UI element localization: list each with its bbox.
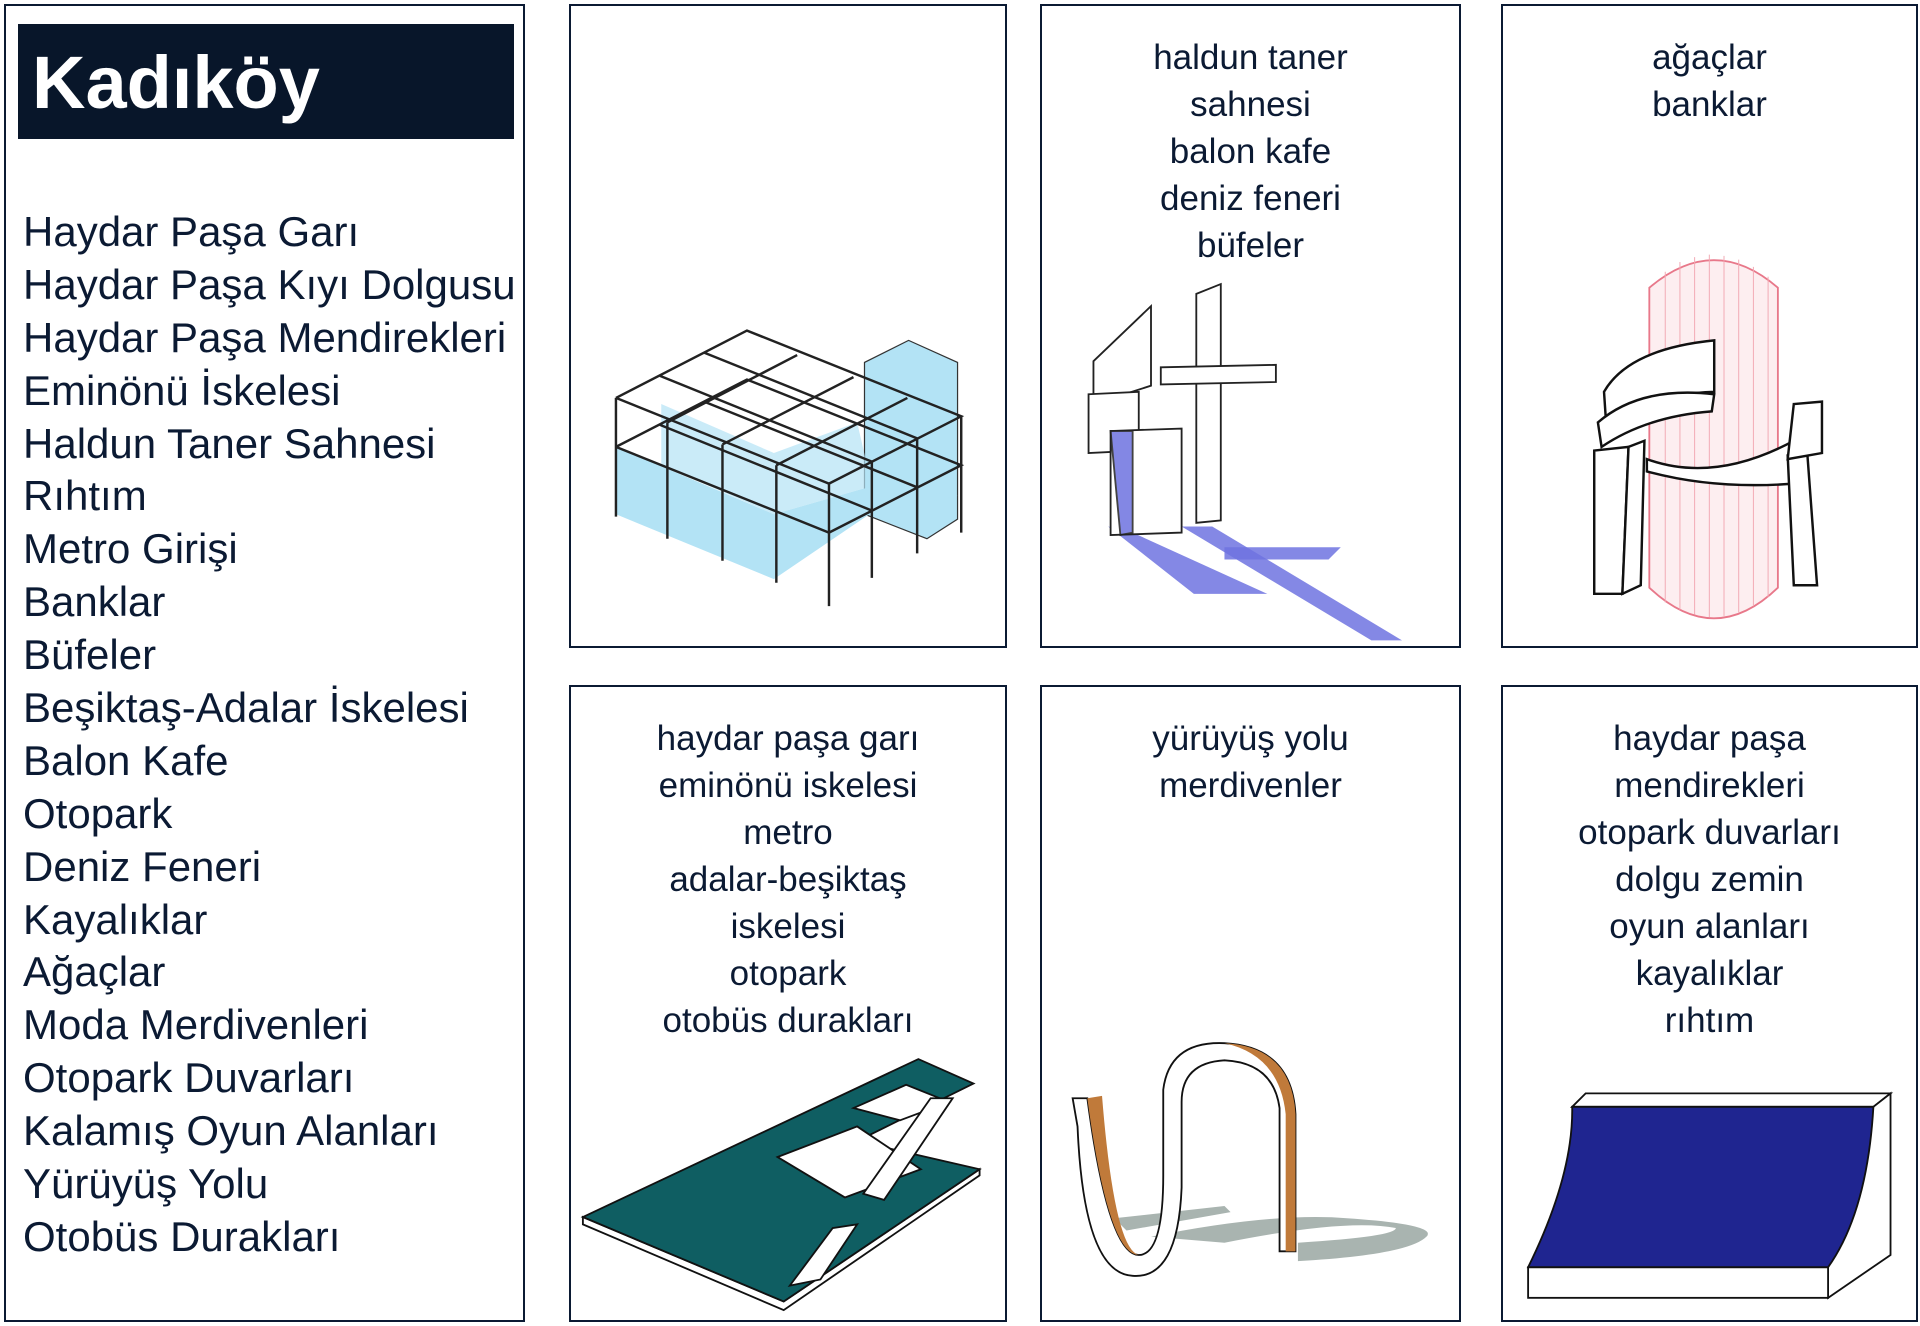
card-trees-benches: ağaçlar banklar: [1501, 4, 1918, 648]
card-line: oyun alanları: [1609, 907, 1810, 946]
list-item: Yürüyüş Yolu: [23, 1160, 269, 1208]
card-line: otopark: [729, 954, 847, 993]
card-structure-frame: [569, 4, 1007, 648]
card-line: adalar-beşiktaş: [669, 860, 907, 899]
list-item: Kayalıklar: [23, 895, 208, 943]
card-stage-cafe: haldun taner sahnesi balon kafe deniz fener…: [1040, 4, 1461, 648]
card-line: haydar paşa: [1613, 719, 1806, 758]
title-bar: Kadıköy: [18, 24, 514, 139]
card-line: yürüyüş yolu: [1152, 719, 1349, 758]
list-item: Otopark: [23, 789, 173, 837]
card-line: otopark duvarları: [1578, 813, 1841, 852]
card-walkway-stairs: yürüyüş yolu merdivenler: [1040, 685, 1461, 1322]
list-item: Haydar Paşa Mendirekleri: [23, 313, 507, 361]
card-line: haydar paşa garı: [656, 719, 920, 758]
card-line: dolgu zemin: [1615, 860, 1804, 899]
card-line: balon kafe: [1169, 132, 1332, 171]
list-item: Deniz Feneri: [23, 842, 262, 890]
card-text: yürüyüş yolu merdivenler: [1042, 715, 1459, 809]
list-item: Rıhtım: [23, 472, 147, 520]
list-item: Kalamış Oyun Alanları: [23, 1107, 439, 1155]
list-item: Banklar: [23, 578, 166, 626]
card-text: haydar paşa garı eminönü iskelesi metro ada…: [571, 715, 1005, 1044]
list-item: Haldun Taner Sahnesi: [23, 419, 436, 467]
list-item: Haydar Paşa Garı: [23, 208, 360, 255]
card-breakwater-fill: haydar paşa mendirekleri otopark duvarları…: [1501, 685, 1918, 1322]
card-station-pier: haydar paşa garı eminönü iskelesi metro ada…: [569, 685, 1007, 1322]
list-item: Eminönü İskelesi: [23, 366, 341, 414]
card-line: sahnesi: [1190, 85, 1311, 124]
card-line: iskelesi: [730, 907, 846, 946]
card-line: merdivenler: [1159, 766, 1342, 805]
card-line: deniz feneri: [1160, 179, 1341, 218]
card-line: banklar: [1652, 85, 1767, 124]
card-line: ağaçlar: [1652, 38, 1767, 77]
page-title: Kadıköy: [32, 41, 320, 124]
list-item: Otopark Duvarları: [23, 1054, 355, 1102]
list-item: Beşiktaş-Adalar İskelesi: [23, 684, 469, 732]
card-line: otobüs durakları: [662, 1001, 914, 1040]
card-text: ağaçlar banklar: [1503, 34, 1916, 128]
list-item: Ağaçlar: [23, 948, 166, 996]
list-item: Balon Kafe: [23, 736, 229, 784]
card-line: metro: [743, 813, 833, 852]
list-item: Büfeler: [23, 631, 157, 679]
list-item: Moda Merdivenleri: [23, 1001, 369, 1049]
card-line: rıhtım: [1664, 1001, 1755, 1040]
card-line: eminönü iskelesi: [658, 766, 918, 805]
card-line: mendirekleri: [1614, 766, 1805, 805]
card-text: haydar paşa mendirekleri otopark duvarları…: [1503, 715, 1916, 1044]
card-line: büfeler: [1196, 226, 1305, 265]
card-line: kayalıklar: [1635, 954, 1784, 993]
list-item: Haydar Paşa Kıyı Dolgusu: [23, 260, 516, 308]
list-item: Metro Girişi: [23, 525, 238, 573]
card-text: haldun taner sahnesi balon kafe deniz fener…: [1042, 34, 1459, 269]
list-item: Otobüs Durakları: [23, 1212, 341, 1260]
card-line: haldun taner: [1153, 38, 1348, 77]
